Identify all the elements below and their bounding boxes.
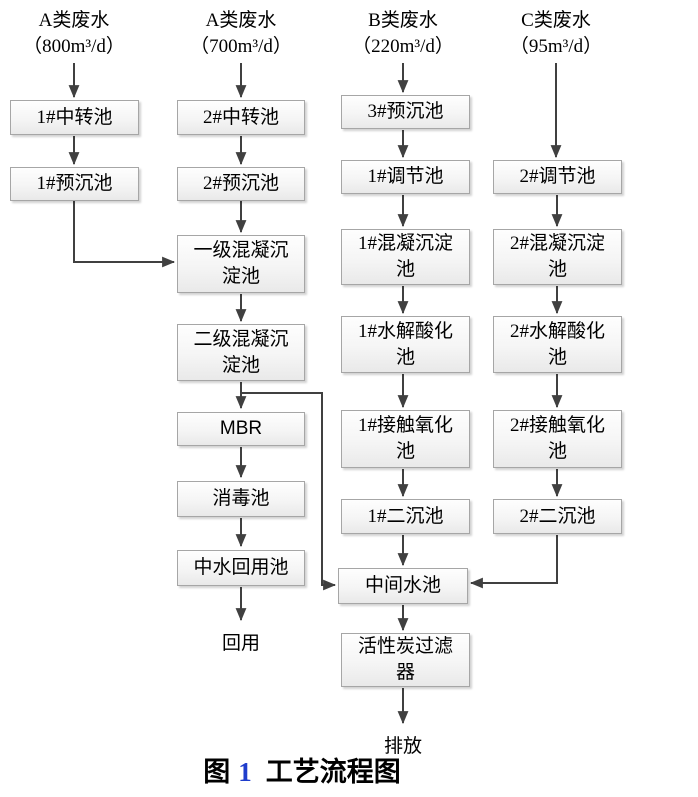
figure-caption-number: 1 xyxy=(238,757,252,787)
node-contact-oxidation-pool-2: 2#接触氧化 池 xyxy=(493,410,622,468)
source-type: C类废水 xyxy=(521,10,591,31)
node-transfer-pool-1: 1#中转池 xyxy=(10,100,139,135)
node-secondary-coagulation-pool: 二级混凝沉 淀池 xyxy=(177,324,305,381)
source-type: B类废水 xyxy=(368,10,438,31)
node-hydrolysis-acidification-pool-2: 2#水解酸化 池 xyxy=(493,316,622,373)
node-intermediate-water-pool: 中间水池 xyxy=(338,568,468,604)
node-hydrolysis-acidification-pool-1: 1#水解酸化 池 xyxy=(341,316,470,373)
node-secondary-clarifier-2: 2#二沉池 xyxy=(493,499,622,534)
source-flow: （95m³/d） xyxy=(509,36,603,57)
source-type: A类废水 xyxy=(205,10,277,31)
source-header-a1: A类废水 （800m³/d） xyxy=(0,8,154,60)
output-discharge-label: 排放 xyxy=(383,736,422,757)
source-type: A类废水 xyxy=(38,10,110,31)
source-header-a2: A类废水 （700m³/d） xyxy=(161,8,321,60)
node-presedimentation-pool-3: 3#预沉池 xyxy=(341,95,470,129)
node-coagulation-pool-2: 2#混凝沉淀 池 xyxy=(493,229,622,285)
node-presedimentation-pool-2: 2#预沉池 xyxy=(177,167,305,201)
source-flow: （800m³/d） xyxy=(23,36,125,57)
node-mbr: MBR xyxy=(177,412,305,446)
node-regulating-pool-2: 2#调节池 xyxy=(493,160,622,194)
node-secondary-clarifier-1: 1#二沉池 xyxy=(341,499,470,534)
node-regulating-pool-1: 1#调节池 xyxy=(341,160,470,194)
node-transfer-pool-2: 2#中转池 xyxy=(177,100,305,135)
output-reuse-label: 回用 xyxy=(221,633,260,654)
figure-caption-label: 图 xyxy=(203,757,231,787)
node-contact-oxidation-pool-1: 1#接触氧化 池 xyxy=(341,410,470,468)
figure-caption-title: 工艺流程图 xyxy=(265,757,401,787)
node-presedimentation-pool-1: 1#预沉池 xyxy=(10,167,139,201)
node-reclaimed-water-pool: 中水回用池 xyxy=(177,550,305,586)
flow-arrow-elbow xyxy=(469,535,558,589)
node-primary-coagulation-pool: 一级混凝沉 淀池 xyxy=(177,235,305,293)
flow-arrow-elbow xyxy=(73,201,176,268)
node-coagulation-pool-1: 1#混凝沉淀 池 xyxy=(341,229,470,285)
source-flow: （220m³/d） xyxy=(352,36,454,57)
node-disinfection-pool: 消毒池 xyxy=(177,481,305,517)
source-header-b: B类废水 （220m³/d） xyxy=(323,8,483,60)
source-flow: （700m³/d） xyxy=(190,36,292,57)
source-header-c: C类废水 （95m³/d） xyxy=(476,8,636,60)
node-activated-carbon-filter: 活性炭过滤 器 xyxy=(341,633,470,687)
